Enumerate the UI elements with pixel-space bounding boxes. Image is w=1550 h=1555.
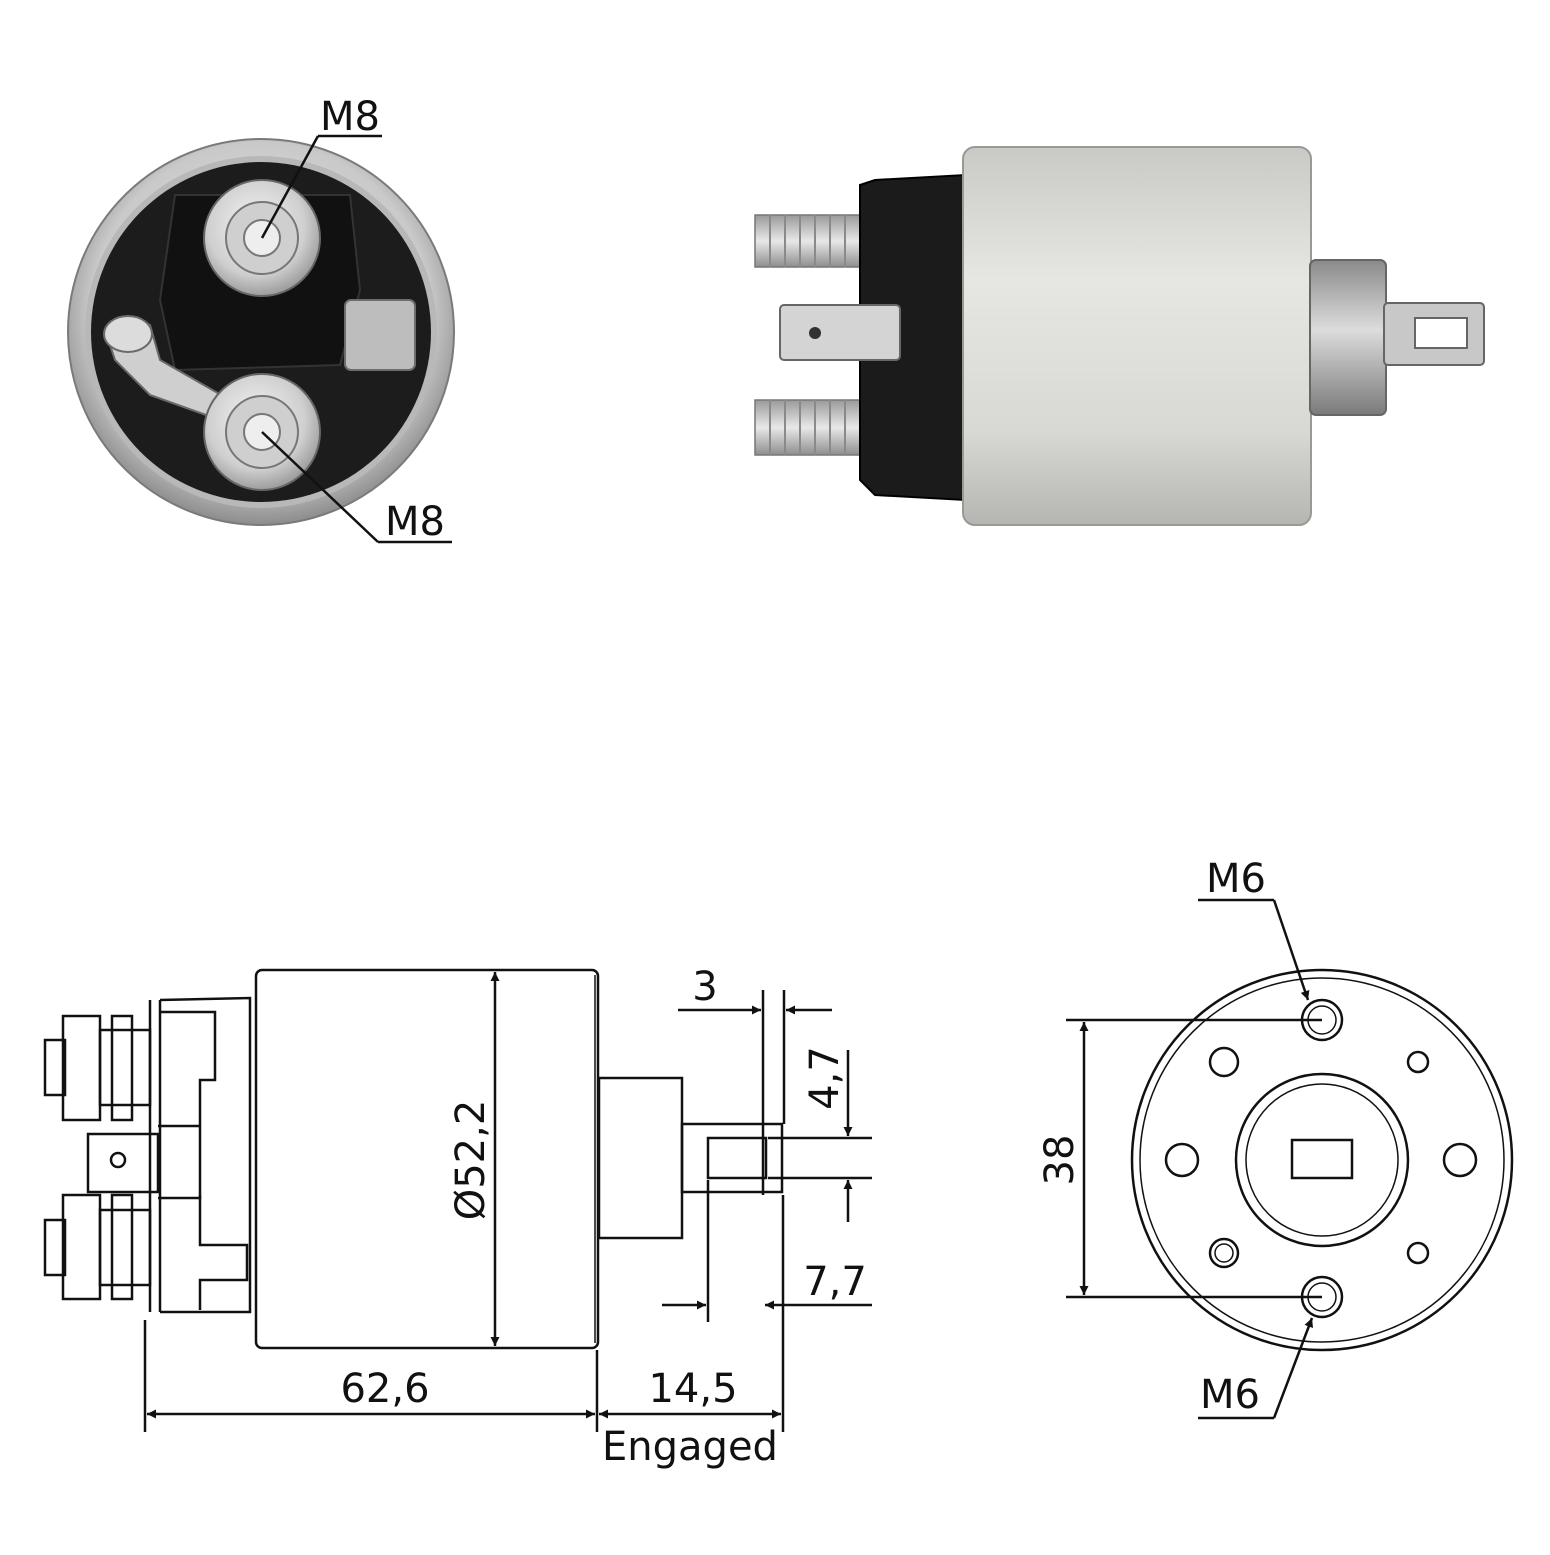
dim-mount-spacing: [1066, 1018, 1322, 1299]
label-slot-offset: 3: [692, 964, 717, 1010]
label-body-diameter: Ø52,2: [448, 1100, 494, 1221]
dim-body-length: [143, 1320, 599, 1432]
end-view-photo: [67, 138, 455, 526]
dim-slot-depth: [662, 1180, 872, 1322]
label-terminal-top: M8: [320, 94, 380, 140]
label-mount-hole-top: M6: [1206, 856, 1266, 902]
label-slot-width: 4,7: [802, 1046, 848, 1110]
label-mount-hole-bottom: M6: [1200, 1372, 1260, 1418]
label-body-length: 62,6: [340, 1366, 429, 1412]
dim-slot-offset: [678, 990, 832, 1195]
dim-slot-width: [768, 1050, 872, 1222]
leader-mount-hole-bottom: [1198, 1317, 1314, 1420]
label-terminal-bottom: M8: [385, 499, 445, 545]
leader-terminal-top: [260, 134, 382, 239]
side-view-photo: [754, 146, 1485, 526]
label-plunger-state: Engaged: [602, 1424, 778, 1470]
leader-terminal-bottom: [261, 431, 452, 544]
leader-mount-hole-top: [1198, 898, 1310, 1001]
label-plunger-travel: 14,5: [648, 1366, 737, 1412]
side-view-drawing: [43, 968, 784, 1350]
label-slot-depth: 7,7: [803, 1259, 867, 1305]
rear-view-drawing: [1130, 968, 1514, 1352]
dim-plunger-travel: [599, 1195, 785, 1432]
label-mount-spacing: 38: [1037, 1135, 1083, 1186]
